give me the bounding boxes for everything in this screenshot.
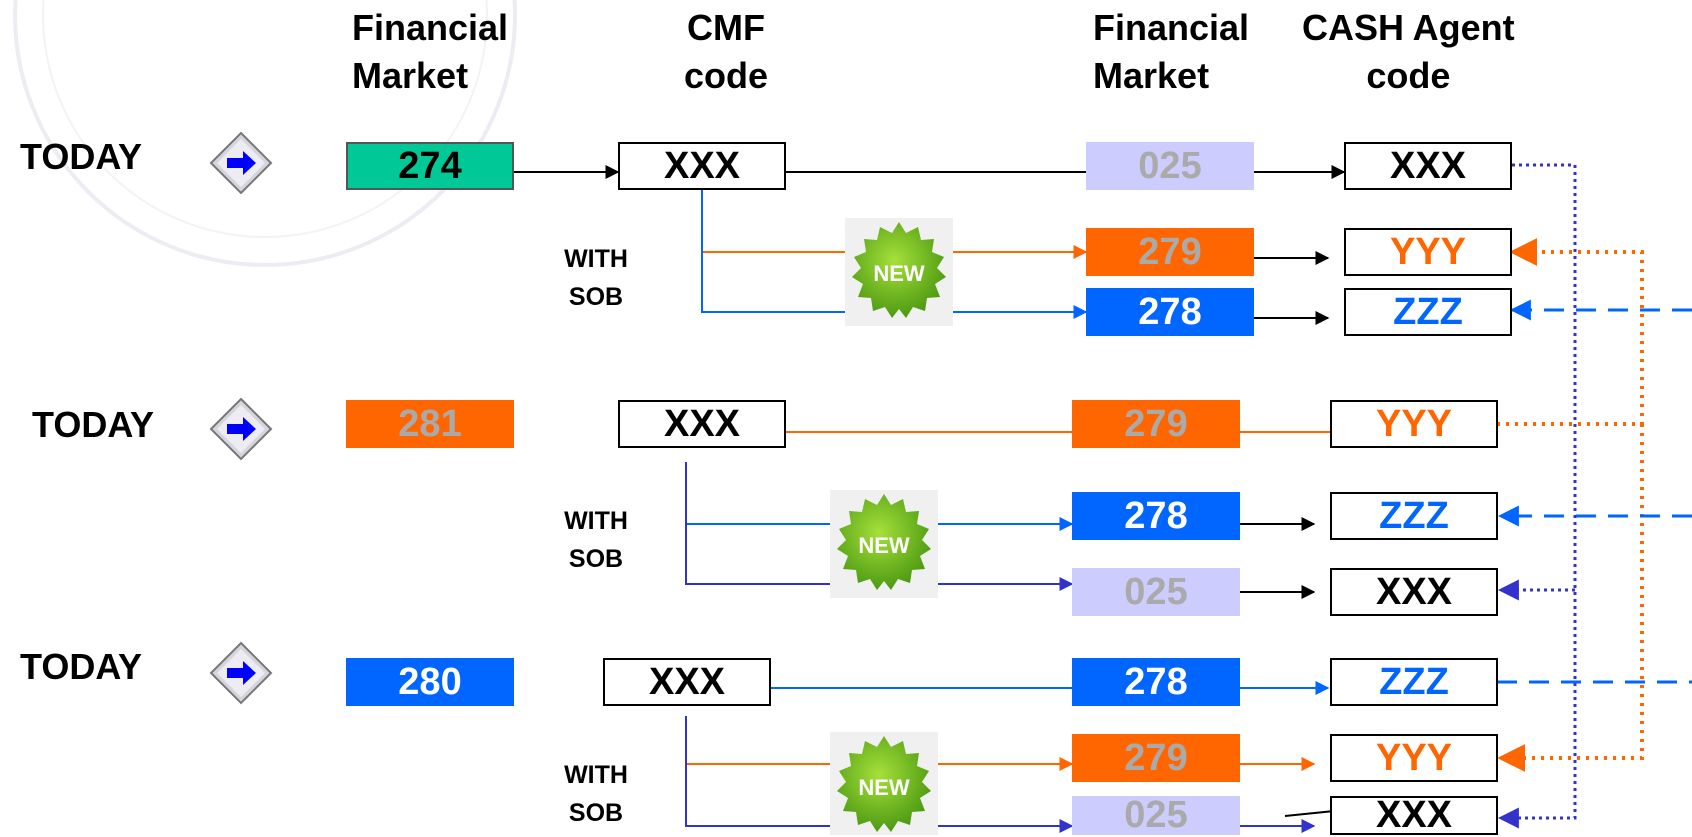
header-financial-market-right: Financial Market bbox=[1093, 7, 1250, 96]
cmf-code-box: XXX bbox=[618, 142, 786, 190]
new-badge-text: NEW bbox=[858, 775, 910, 800]
with-sob-label: WITH SOB bbox=[564, 761, 628, 827]
cash-code-box: ZZZ bbox=[1344, 288, 1512, 336]
market-274-box: 274 bbox=[346, 142, 514, 190]
arrow-right-icon bbox=[209, 641, 273, 705]
today-label: TODAY bbox=[20, 136, 143, 177]
new-badge: NEW bbox=[845, 218, 953, 326]
new-badge-icon: NEW bbox=[837, 736, 931, 832]
cmf-code-box: XXX bbox=[603, 658, 771, 706]
dotted-orange-return bbox=[1497, 238, 1644, 426]
header-cmf-code: CMF code bbox=[684, 7, 769, 96]
cash-code-box: XXX bbox=[1344, 142, 1512, 190]
fm-278-box: 278 bbox=[1072, 492, 1240, 540]
header-cash-agent-code: CASH Agent code bbox=[1302, 7, 1515, 96]
fm-025-box: 025 bbox=[1072, 794, 1240, 836]
cash-code-box: XXX bbox=[1330, 568, 1498, 616]
fm-025-box: 025 bbox=[1072, 568, 1240, 616]
market-281-box: 281 bbox=[346, 400, 514, 448]
branch-blue-1 bbox=[701, 190, 1088, 319]
dotted-orange-down bbox=[1497, 424, 1644, 772]
fm-279-box: 279 bbox=[1072, 734, 1240, 782]
cash-code-box: YYY bbox=[1344, 228, 1512, 276]
branch-indigo-3 bbox=[685, 716, 1074, 833]
market-280-box: 280 bbox=[346, 658, 514, 706]
fm-279-box: 279 bbox=[1086, 228, 1254, 276]
new-badge: NEW bbox=[830, 732, 938, 835]
new-badge-icon: NEW bbox=[852, 222, 946, 318]
today-label: TODAY bbox=[32, 404, 155, 445]
branch-indigo-2 bbox=[685, 462, 1074, 591]
fm-278-box: 278 bbox=[1072, 658, 1240, 706]
cash-code-box: ZZZ bbox=[1330, 658, 1498, 706]
cash-code-box: YYY bbox=[1330, 400, 1498, 448]
cash-code-box: XXX bbox=[1330, 794, 1498, 836]
cash-code-box: YYY bbox=[1330, 734, 1498, 782]
cash-code-box: ZZZ bbox=[1330, 492, 1498, 540]
arrow-right-icon bbox=[209, 397, 273, 461]
with-sob-label: WITH SOB bbox=[564, 245, 628, 311]
fm-279-box: 279 bbox=[1072, 400, 1240, 448]
arrow-right-icon bbox=[209, 131, 273, 195]
fm-278-box: 278 bbox=[1086, 288, 1254, 336]
new-badge-icon: NEW bbox=[837, 494, 931, 590]
new-badge-text: NEW bbox=[858, 533, 910, 558]
header-financial-market-left: Financial Market bbox=[352, 7, 509, 96]
new-badge: NEW bbox=[830, 490, 938, 598]
with-sob-label: WITH SOB bbox=[564, 507, 628, 573]
new-badge-text: NEW bbox=[873, 261, 925, 286]
today-label: TODAY bbox=[20, 646, 143, 687]
fm-025-box: 025 bbox=[1086, 142, 1254, 190]
cmf-code-box: XXX bbox=[618, 400, 786, 448]
